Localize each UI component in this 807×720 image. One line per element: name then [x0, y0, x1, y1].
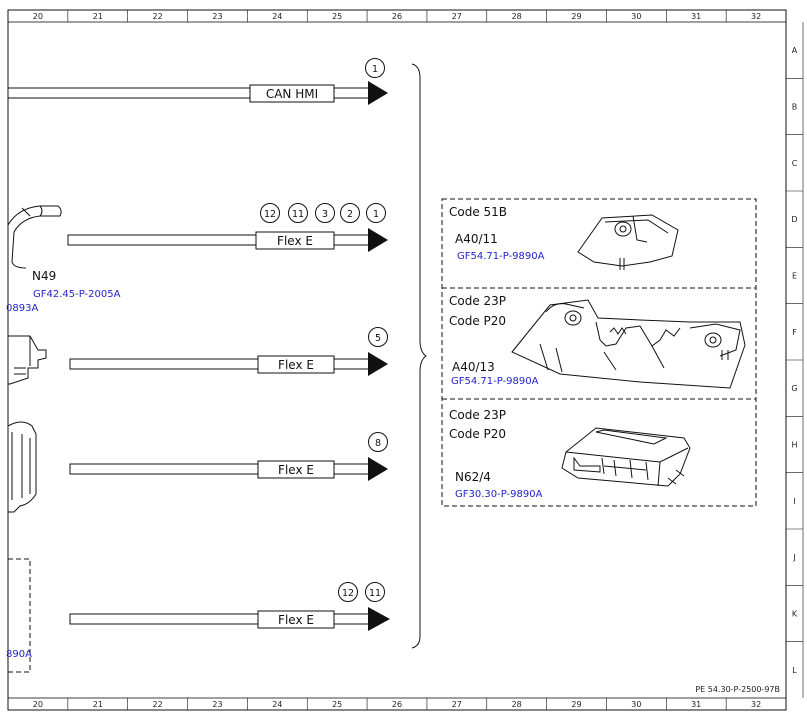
- grouping-brace: [411, 63, 427, 649]
- arrow-right-icon: [368, 228, 388, 252]
- display-unit-icon: [577, 214, 679, 270]
- grid-column-label-bottom: 30: [631, 700, 641, 709]
- variant-code: Code P20: [449, 314, 506, 328]
- bus-flex-e-4: Flex E 12 11: [69, 582, 390, 631]
- grid-column-label-top: 23: [212, 12, 222, 21]
- component-n49: N49 GF42.45-P-2005A 0893A: [6, 205, 121, 314]
- grid-row-label: I: [793, 497, 795, 506]
- variant-code: Code P20: [449, 427, 506, 441]
- grid-column-label-top: 22: [153, 12, 163, 21]
- arrow-right-icon: [368, 607, 390, 631]
- callout-number: 3: [322, 209, 328, 220]
- arrow-right-icon: [368, 81, 388, 105]
- grid-column-label-bottom: 26: [392, 700, 402, 709]
- variant-a40-11: Code 51B A40/11 GF54.71-P-9890A: [449, 205, 679, 270]
- callout-number: 1: [373, 209, 379, 220]
- grid-row-label: L: [792, 666, 797, 675]
- variant-group: [441, 198, 757, 507]
- grid-column-label-bottom: 20: [33, 700, 43, 709]
- callout-number: 5: [375, 333, 381, 344]
- grid-column-label-bottom: 22: [153, 700, 163, 709]
- callout-number: 11: [292, 209, 304, 220]
- arrow-right-icon: [368, 457, 388, 481]
- dual-display-unit-icon: [511, 299, 746, 389]
- component-doc-ref: GF54.71-P-9890A: [451, 376, 539, 387]
- control-unit-icon: [561, 427, 691, 487]
- grid-column-label-bottom: 23: [212, 700, 222, 709]
- grid-row-label: A: [792, 46, 798, 55]
- component-label: N49: [32, 269, 56, 283]
- component-doc-ref: GF42.45-P-2005A: [33, 289, 121, 300]
- bus-label: CAN HMI: [266, 87, 318, 101]
- grid-column-label-top: 29: [571, 12, 581, 21]
- grid-row-label: J: [792, 553, 795, 562]
- callout-number: 1: [372, 64, 378, 75]
- component-connector-left-1: [8, 335, 47, 385]
- arrow-right-icon: [368, 352, 388, 376]
- grid-column-label-top: 31: [691, 12, 701, 21]
- bus-flex-e-2: Flex E 5: [69, 327, 388, 376]
- bus-flex-e-3: Flex E 8: [69, 432, 388, 481]
- grid-column-label-bottom: 27: [452, 700, 462, 709]
- grid-column-label-bottom: 32: [751, 700, 761, 709]
- bus-label: Flex E: [278, 613, 314, 627]
- variant-code: Code 51B: [449, 205, 507, 219]
- callout-number: 12: [342, 588, 354, 599]
- component-label: A40/11: [455, 232, 498, 246]
- grid-column-label-top: 32: [751, 12, 761, 21]
- variant-a40-13: Code 23P Code P20 A40/13 GF54.71-P-9890A: [449, 294, 746, 389]
- grid-row-label: H: [791, 441, 797, 450]
- bus-label: Flex E: [277, 234, 313, 248]
- callout-number: 11: [369, 588, 381, 599]
- component-module-left-2: [7, 421, 37, 513]
- variant-n62-4: Code 23P Code P20 N62/4 GF30.30-P-9890A: [449, 408, 691, 500]
- bus-flex-e-1: Flex E 12 11 3 2 1: [67, 203, 388, 252]
- grid-column-label-top: 24: [272, 12, 282, 21]
- drawing-frame: [7, 9, 804, 711]
- grid-column-labels-top: 20 21 22 23 24 25 26 27 28 29 30 31 32: [33, 12, 761, 21]
- grid-column-label-top: 26: [392, 12, 402, 21]
- grid-column-label-bottom: 31: [691, 700, 701, 709]
- grid-column-labels-bottom: 20 21 22 23 24 25 26 27 28 29 30 31 32: [33, 700, 761, 709]
- component-doc-ref: 890A: [6, 649, 32, 660]
- component-label: A40/13: [452, 360, 495, 374]
- grid-row-label: B: [792, 103, 798, 112]
- variant-code: Code 23P: [449, 294, 506, 308]
- bus-can-hmi: CAN HMI 1: [7, 58, 388, 105]
- grid-column-label-top: 21: [93, 12, 103, 21]
- callout-number: 12: [264, 209, 276, 220]
- document-reference: PE 54.30-P-2500-97B: [695, 685, 780, 694]
- grid-row-labels: A B C D E F G H I J K L: [791, 46, 797, 675]
- grid-column-label-top: 20: [33, 12, 43, 21]
- variant-code: Code 23P: [449, 408, 506, 422]
- grid-column-label-top: 25: [332, 12, 342, 21]
- grid-column-label-bottom: 28: [512, 700, 522, 709]
- grid-column-label-top: 28: [512, 12, 522, 21]
- grid-column-label-bottom: 29: [571, 700, 581, 709]
- component-doc-ref: GF54.71-P-9890A: [457, 251, 545, 262]
- component-label: N62/4: [455, 470, 491, 484]
- grid-row-label: E: [792, 272, 797, 281]
- grid-row-label: C: [792, 159, 798, 168]
- bus-label: Flex E: [278, 358, 314, 372]
- callout-number: 8: [375, 438, 381, 449]
- component-doc-ref: 0893A: [6, 303, 38, 314]
- component-dashed-box-left: 890A: [6, 558, 32, 673]
- grid-column-label-bottom: 24: [272, 700, 282, 709]
- grid-row-label: G: [791, 384, 797, 393]
- grid-column-label-top: 30: [631, 12, 641, 21]
- grid-row-label: D: [791, 215, 797, 224]
- component-doc-ref: GF30.30-P-9890A: [455, 489, 543, 500]
- callout-number: 2: [347, 209, 353, 220]
- grid-row-label: F: [792, 328, 797, 337]
- grid-column-label-top: 27: [452, 12, 462, 21]
- grid-row-label: K: [792, 610, 798, 619]
- bus-label: Flex E: [278, 463, 314, 477]
- grid-column-label-bottom: 21: [93, 700, 103, 709]
- grid-column-label-bottom: 25: [332, 700, 342, 709]
